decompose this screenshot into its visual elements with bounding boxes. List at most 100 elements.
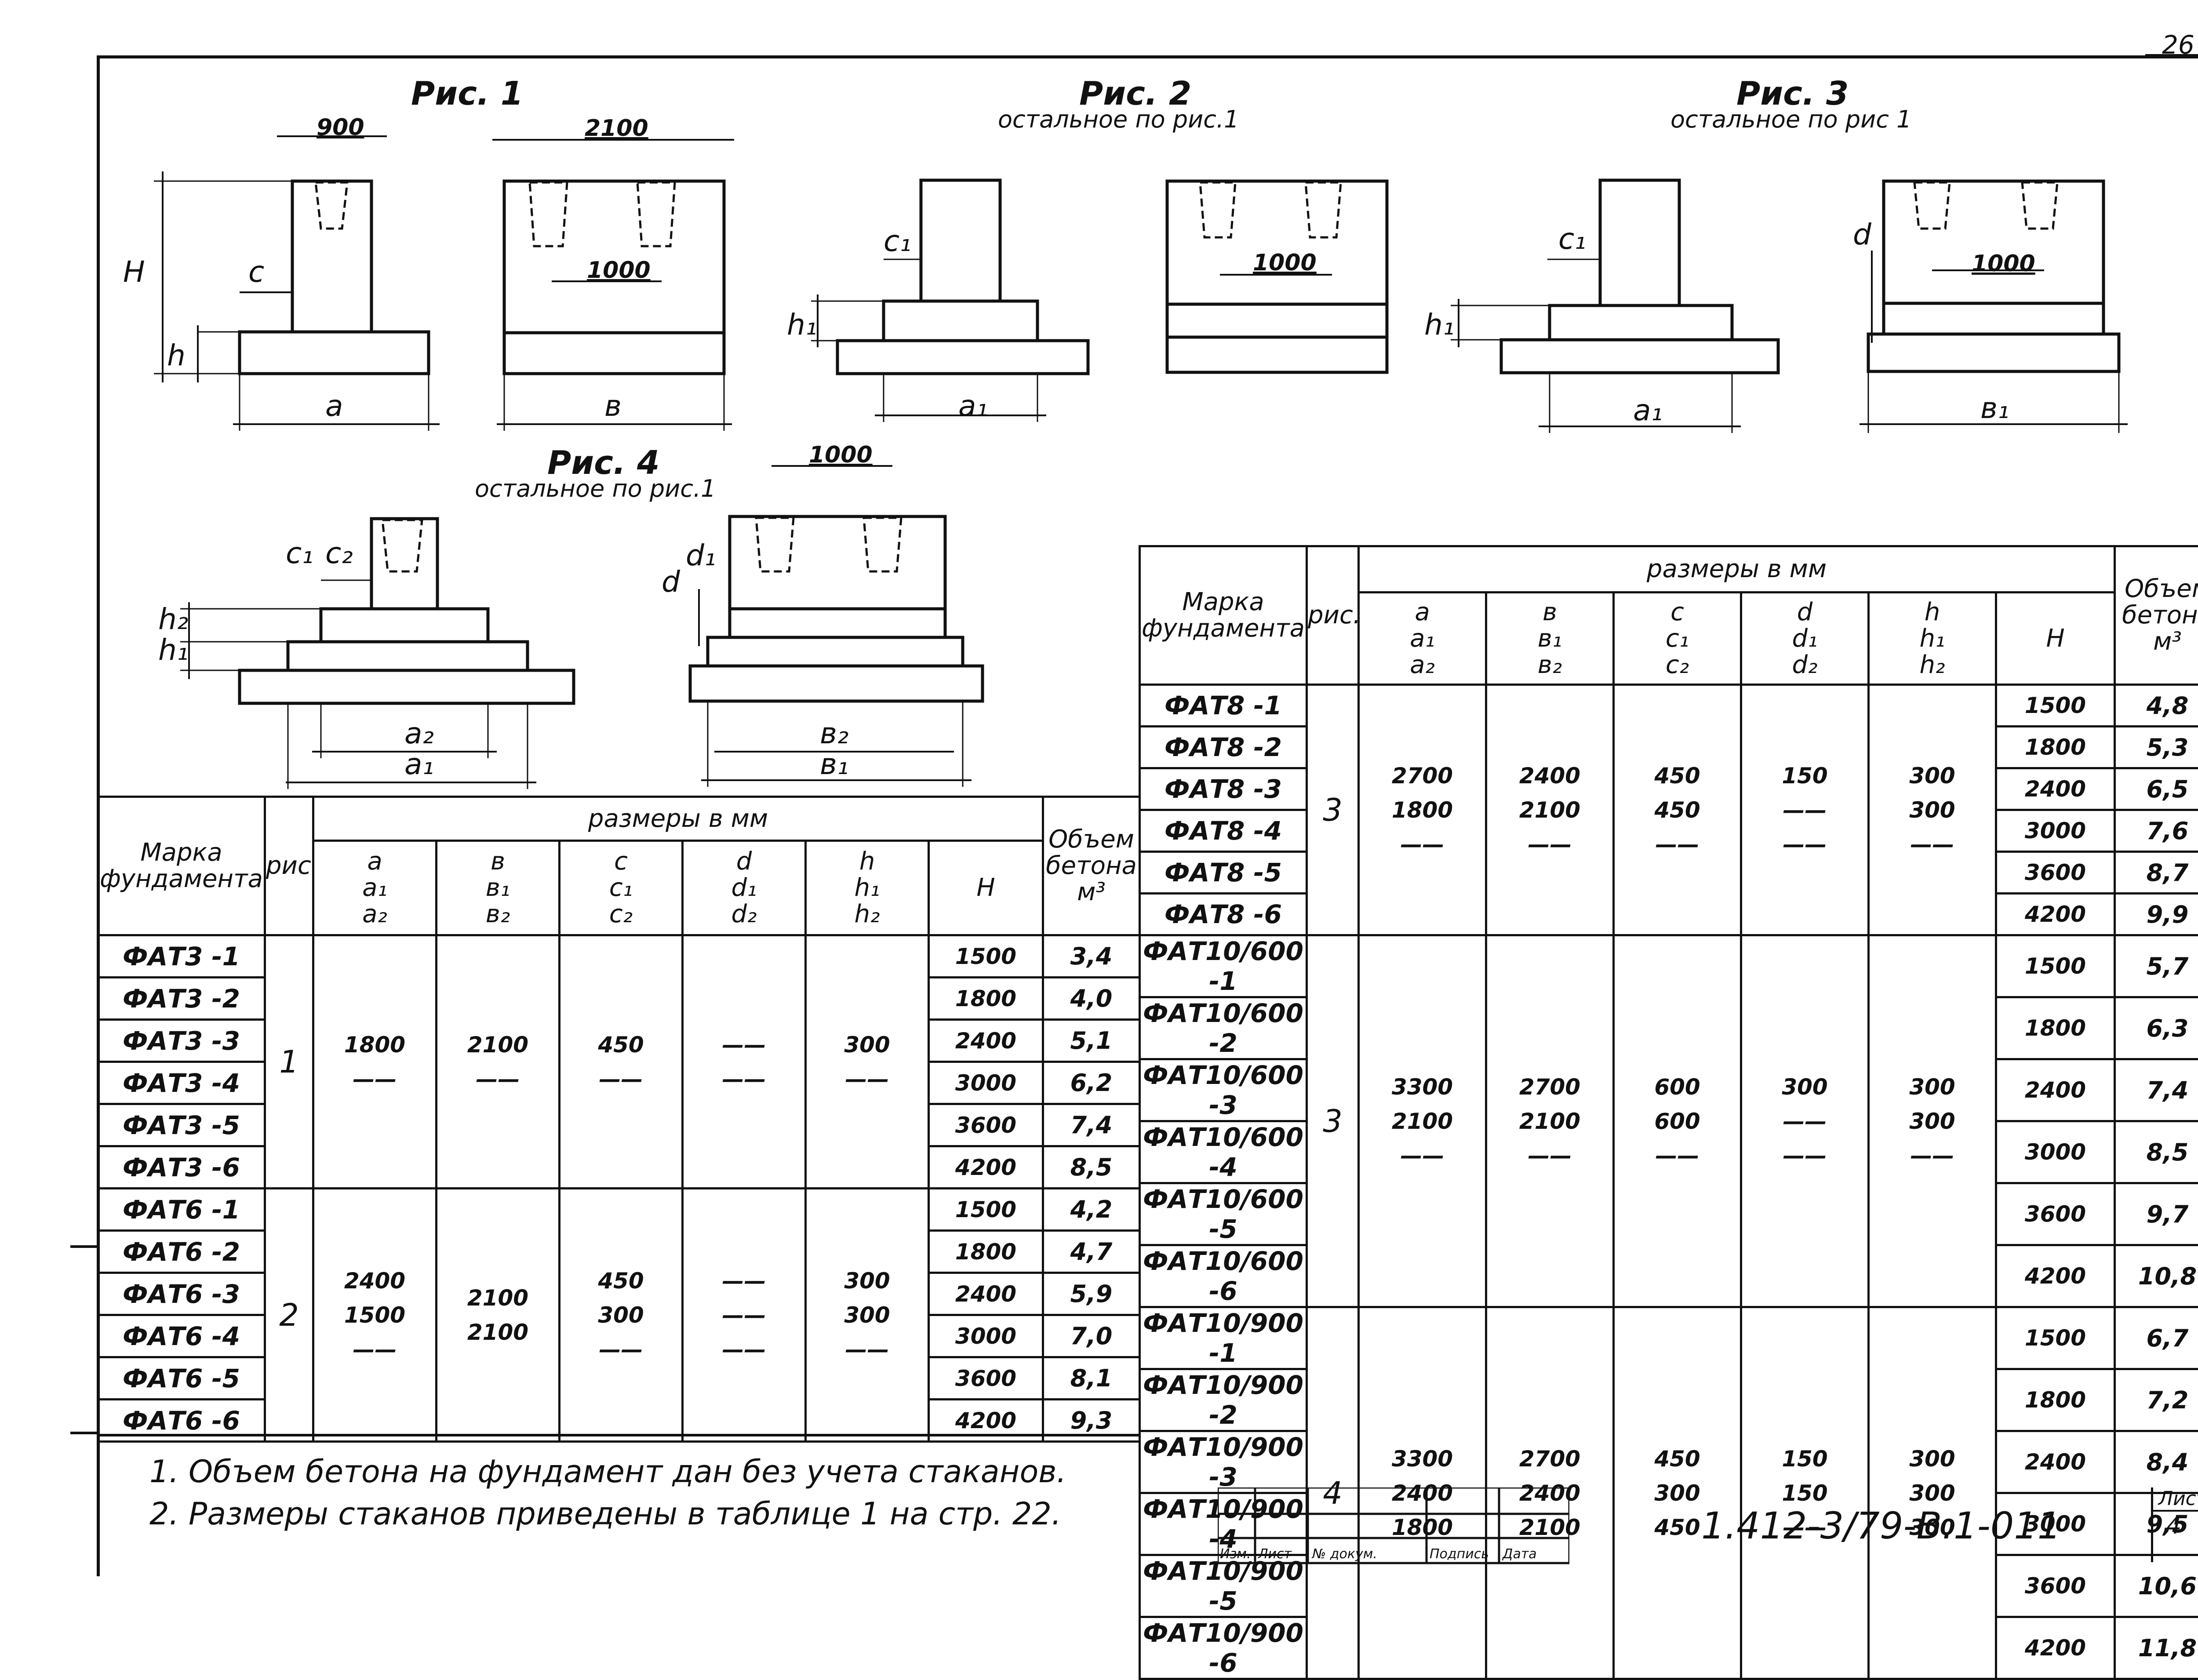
foundation-mark: ФАТ6 -1	[98, 1189, 265, 1231]
header-col-H: H	[929, 841, 1043, 935]
concrete-volume: 6,2	[1043, 1062, 1140, 1104]
concrete-volume: 8,7	[2115, 852, 2198, 894]
foundation-mark: ФАТ3 -5	[98, 1104, 265, 1146]
fig2-side-drawing	[1167, 181, 1387, 372]
fig4-dim-h1: h₁	[158, 633, 188, 667]
note-1: 1. Объем бетона на фундамент дан без уче…	[149, 1451, 1066, 1493]
foundation-mark: ФАТ3 -2	[98, 978, 265, 1020]
concrete-volume: 10,6	[2115, 1555, 2198, 1617]
concrete-volume: 6,3	[2115, 997, 2198, 1059]
height-H: 1800	[1996, 997, 2115, 1059]
sheet-number: 4	[2153, 1512, 2198, 1539]
concrete-volume: 9,3	[1043, 1400, 1140, 1442]
foundation-mark: ФАТ8 -2	[1140, 727, 1307, 768]
concrete-volume: 9,9	[2115, 894, 2198, 935]
size-c: 450——	[560, 935, 683, 1189]
concrete-volume: 5,9	[1043, 1273, 1140, 1315]
fig1-dim-a: a	[325, 389, 343, 423]
concrete-volume: 7,6	[2115, 810, 2198, 852]
fig3-side-dim-inner: 1000	[1972, 251, 2035, 277]
fig1-dim-H: H	[123, 255, 145, 289]
figure-ref: 3	[1307, 935, 1359, 1307]
stamp-label-date: Дата	[1503, 1546, 1537, 1562]
fig4-side-dim-b1: в₁	[820, 747, 848, 781]
foundation-mark: ФАТ10/900 -6	[1140, 1617, 1307, 1679]
height-H: 3600	[1996, 1555, 2115, 1617]
height-H: 1500	[1996, 685, 2115, 727]
size-b: 2100——	[437, 935, 560, 1189]
fig2-side-dim-inner: 1000	[1253, 250, 1317, 276]
height-H: 2400	[929, 1273, 1043, 1315]
fig4-dim-h2: h₂	[158, 602, 188, 636]
size-a: 1800——	[313, 935, 437, 1189]
concrete-volume: 7,4	[2115, 1059, 2198, 1121]
height-H: 2400	[1996, 768, 2115, 810]
size-h: 300——	[806, 935, 929, 1189]
header-fig: рис.	[265, 797, 313, 935]
height-H: 2400	[1996, 1431, 2115, 1493]
foundation-mark: ФАТ3 -3	[98, 1020, 265, 1062]
foundation-mark: ФАТ10/600 -4	[1140, 1121, 1307, 1183]
height-H: 1800	[929, 1231, 1043, 1273]
fig4-dim-a1: a₁	[404, 747, 434, 781]
fig2-section-drawing	[811, 180, 1088, 422]
notes: 1. Объем бетона на фундамент дан без уче…	[149, 1451, 1066, 1535]
height-H: 1500	[1996, 1307, 2115, 1369]
concrete-volume: 4,2	[1043, 1189, 1140, 1231]
foundation-mark: ФАТ6 -2	[98, 1231, 265, 1273]
fig4-side-dim-d: d	[662, 565, 680, 599]
height-H: 3000	[1996, 810, 2115, 852]
fig2-dim-a1: a₁	[958, 389, 988, 423]
foundation-mark: ФАТ10/600 -2	[1140, 997, 1307, 1059]
height-H: 1500	[929, 935, 1043, 978]
note-2: 2. Размеры стаканов приведены в таблице …	[149, 1493, 1066, 1535]
foundation-mark: ФАТ10/900 -1	[1140, 1307, 1307, 1369]
height-H: 1500	[1996, 935, 2115, 997]
concrete-volume: 7,4	[1043, 1104, 1140, 1146]
foundation-mark: ФАТ8 -1	[1140, 685, 1307, 727]
foundation-mark: ФАТ10/900 -3	[1140, 1431, 1307, 1493]
concrete-volume: 5,3	[2115, 727, 2198, 768]
height-H: 4200	[1996, 894, 2115, 935]
height-H: 3000	[929, 1062, 1043, 1104]
height-H: 3600	[929, 1104, 1043, 1146]
stamp-label-izm: Изм.	[1220, 1546, 1251, 1562]
height-H: 3000	[929, 1315, 1043, 1357]
concrete-volume: 6,7	[2115, 1307, 2198, 1369]
concrete-volume: 8,5	[2115, 1121, 2198, 1183]
foundation-mark: ФАТ8 -6	[1140, 894, 1307, 935]
fig1-dim-h: h	[167, 338, 186, 372]
fig2-dim-c1: c₁	[884, 224, 911, 258]
fig1-dim-top: 900	[317, 114, 364, 141]
height-H: 4200	[929, 1400, 1043, 1442]
fig1-section-drawing	[154, 136, 440, 431]
figure-ref: 2	[265, 1189, 313, 1442]
height-H: 3600	[1996, 852, 2115, 894]
fig3-subtitle: остальное по рис 1	[1670, 105, 1911, 133]
foundation-mark: ФАТ6 -5	[98, 1357, 265, 1400]
header-fig: рис.	[1307, 546, 1359, 685]
fig4-dim-a2: a₂	[404, 716, 434, 750]
height-H: 1800	[929, 978, 1043, 1020]
fig4-section-drawing	[180, 519, 574, 789]
fig3-section-drawing	[1451, 180, 1778, 433]
